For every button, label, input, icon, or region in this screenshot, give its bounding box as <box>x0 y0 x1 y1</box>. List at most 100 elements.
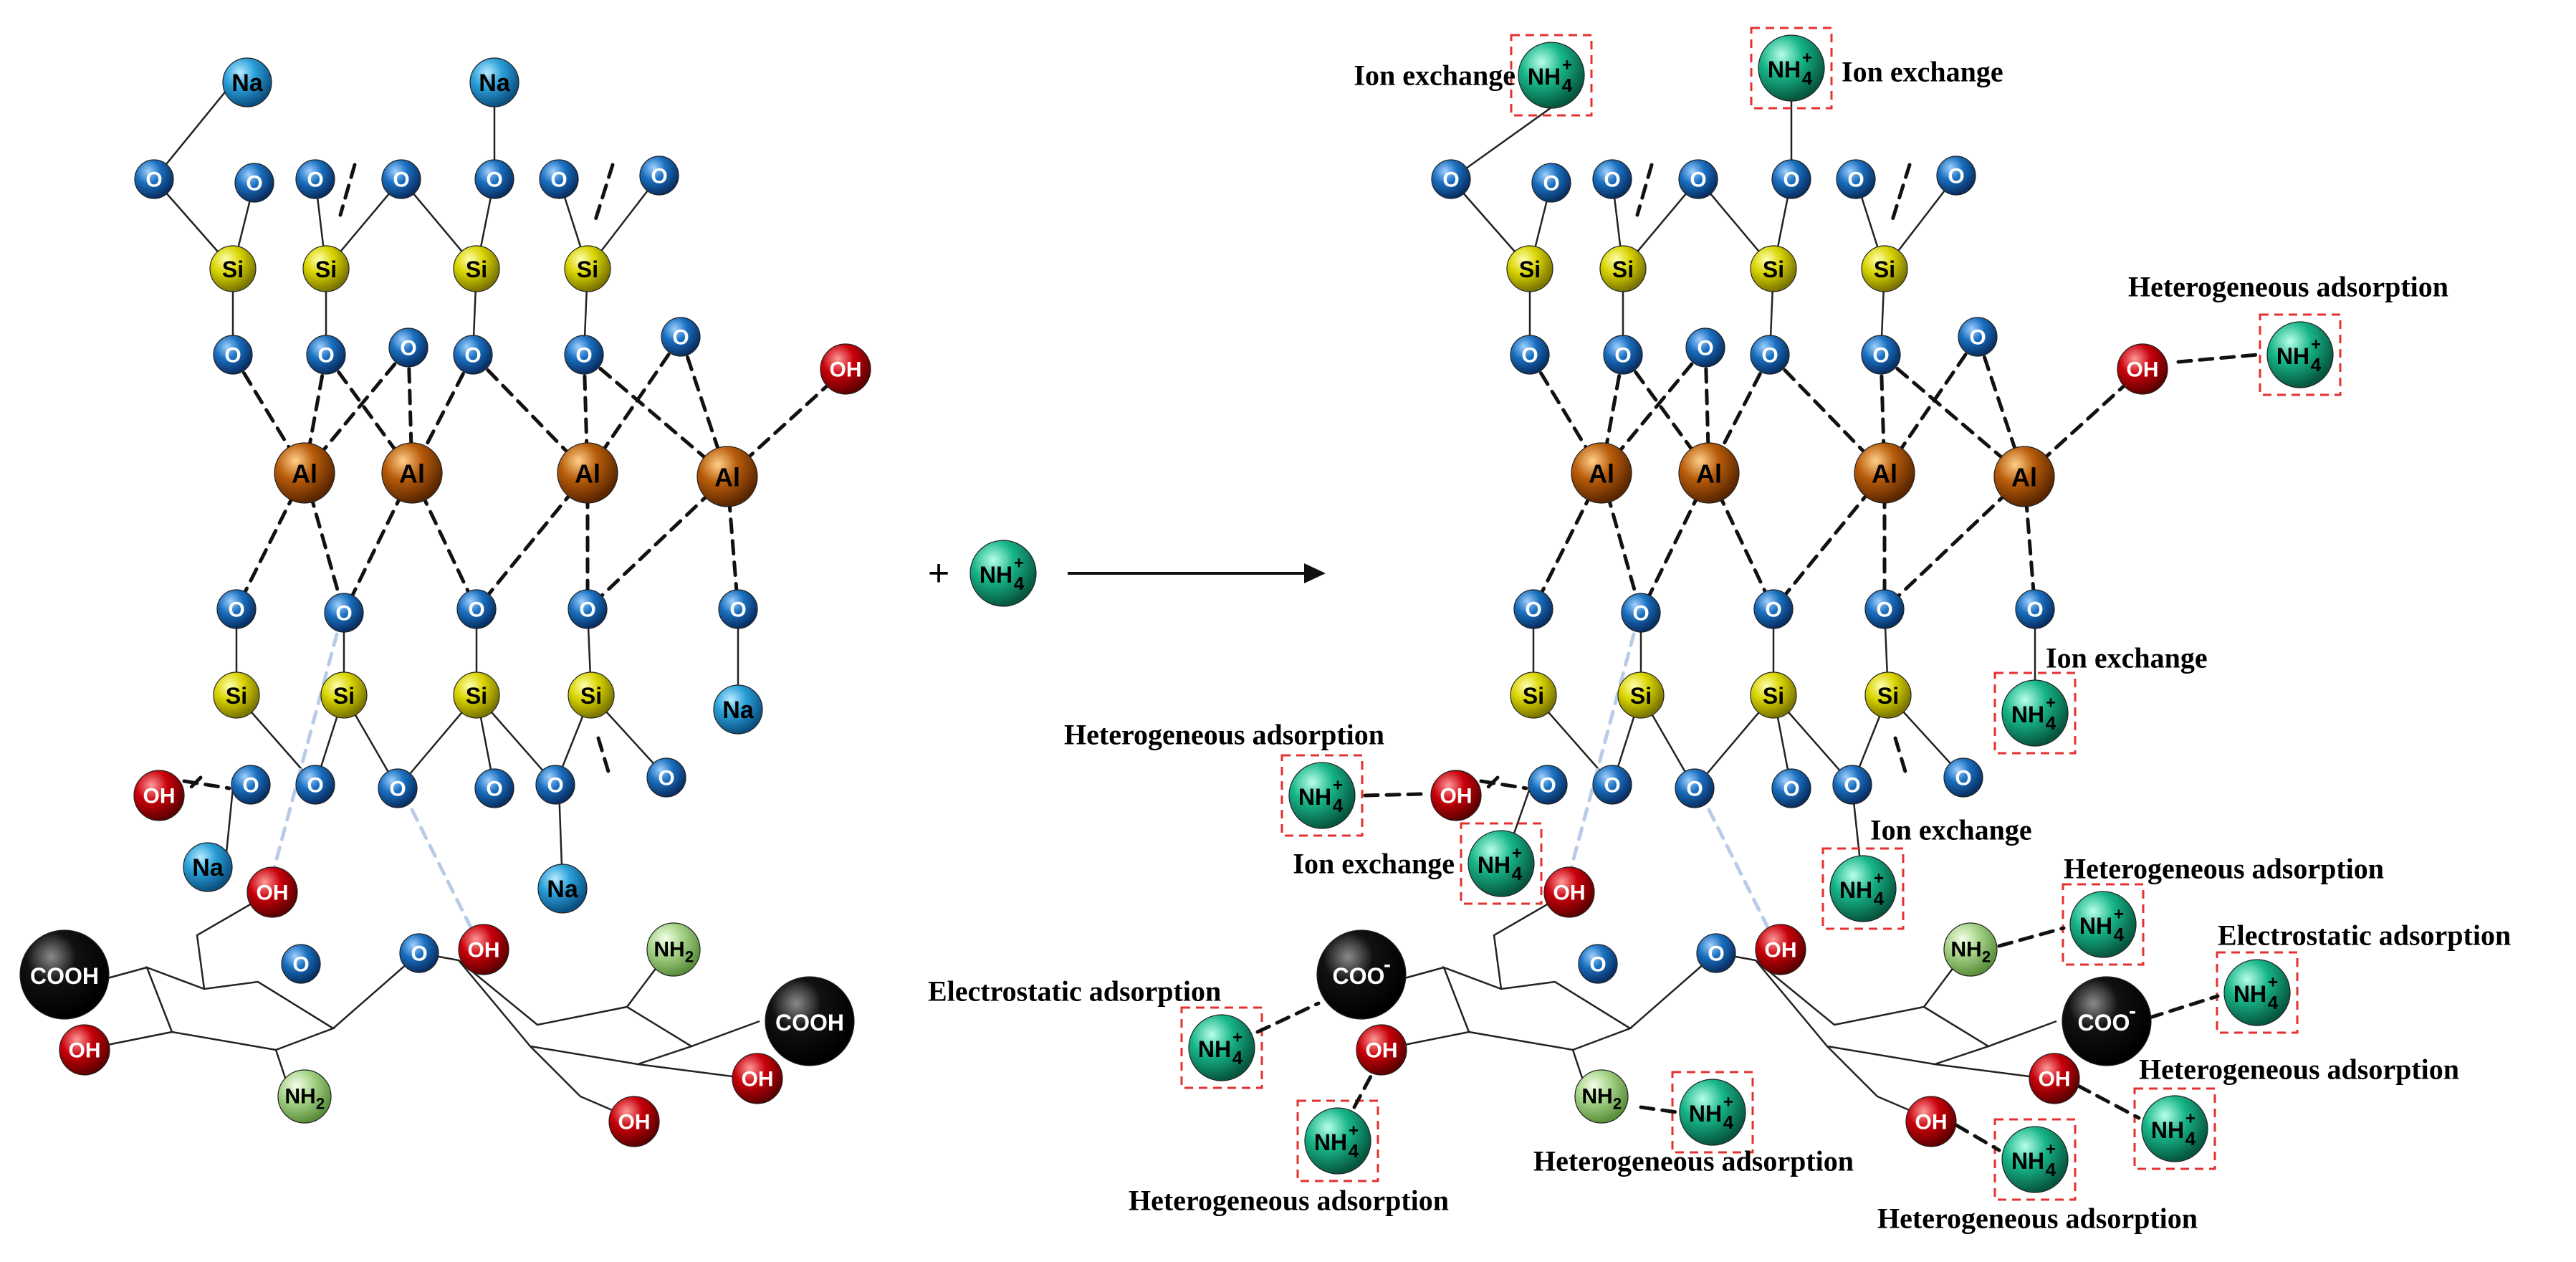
al-atom: Al <box>1571 442 1632 504</box>
o-label: O <box>1697 337 1713 360</box>
oh-atom: OH <box>458 924 509 975</box>
al-label: Al <box>2011 463 2037 492</box>
si-atom: Si <box>213 671 260 719</box>
o-atom: O <box>324 593 364 633</box>
si-sphere <box>453 245 500 292</box>
coordination-bond <box>1255 1001 1321 1034</box>
o-sphere <box>324 593 364 633</box>
oh-atom: OH <box>2117 343 2168 395</box>
nh4-sphere <box>2001 679 2069 747</box>
oh-atom: OH <box>1430 770 1482 821</box>
o-label: O <box>1525 598 1541 622</box>
o-atom: O <box>1696 933 1736 973</box>
o-sphere <box>1431 159 1471 199</box>
o-label: O <box>1872 344 1889 368</box>
oh-sphere <box>1755 924 1806 975</box>
coordination-bond <box>585 474 729 611</box>
o-label: O <box>579 598 595 622</box>
o-sphere <box>2015 589 2055 629</box>
o-label: O <box>1783 778 1799 801</box>
o-atom: O <box>1832 765 1872 805</box>
side-bond <box>637 1063 750 1080</box>
oh-label: OH <box>468 939 500 962</box>
o-atom: O <box>1753 589 1794 629</box>
nh2-subscript: 2 <box>1613 1095 1622 1113</box>
al-label: Al <box>1696 459 1722 489</box>
heterogeneous-adsorption-label: Heterogeneous adsorption <box>1533 1145 1854 1177</box>
coordination-bond <box>1479 779 1528 790</box>
o-sphere <box>564 335 604 375</box>
coo-label: COO <box>2078 1010 2130 1036</box>
oh-sphere <box>246 866 298 918</box>
al-atom: Al <box>1678 442 1740 504</box>
o-label: O <box>224 344 241 368</box>
hydrogen-bond <box>267 632 339 891</box>
nh4-subscript: 4 <box>1333 795 1344 816</box>
oh-sphere <box>2117 343 2168 395</box>
o-sphere <box>1603 335 1643 375</box>
o-label: O <box>1783 168 1799 192</box>
side-bond <box>1493 894 1563 990</box>
o-atom: O <box>1771 159 1811 199</box>
si-sphere <box>1599 245 1647 292</box>
nh4-subscript: 4 <box>1349 1140 1359 1162</box>
cooh-sphere <box>2062 976 2152 1066</box>
si-sphere <box>453 671 500 719</box>
nh4-atom: NH+4 <box>1288 762 1356 829</box>
oh-sphere <box>732 1053 783 1104</box>
si-atom: Si <box>320 671 368 719</box>
coo-atom: COO- <box>2062 976 2152 1066</box>
cooh-label: COOH <box>30 963 99 989</box>
nh4-label: NH <box>1198 1036 1231 1062</box>
nh4-label: NH <box>2233 981 2266 1007</box>
nh4-subscript: 4 <box>1723 1112 1734 1133</box>
coordination-bond <box>2176 353 2259 364</box>
o-label: O <box>1765 598 1781 622</box>
o-sphere <box>1510 335 1550 375</box>
o-atom: O <box>639 156 679 196</box>
nh2-sphere <box>277 1069 332 1124</box>
o-atom: O <box>1861 335 1901 375</box>
oh-atom: OH <box>59 1024 110 1076</box>
coordination-bond <box>2148 994 2220 1020</box>
covalent-bond <box>153 81 234 181</box>
si-label: Si <box>1874 257 1895 282</box>
na-label: Na <box>231 70 264 97</box>
oh-sphere <box>1905 1096 1957 1147</box>
o-sphere <box>718 589 758 629</box>
covalent-bond <box>1450 106 1553 181</box>
cooh-atom: COOH <box>19 929 110 1020</box>
al-sphere <box>1993 446 2055 507</box>
o-label: O <box>1761 344 1778 368</box>
si-atom: Si <box>1599 245 1647 292</box>
si-label: Si <box>1612 257 1634 282</box>
nh4-charge: + <box>1333 776 1343 795</box>
oh-label: OH <box>1765 939 1797 962</box>
si-atom: Si <box>1864 671 1912 719</box>
nh4-label: NH <box>1314 1129 1347 1155</box>
al-label: Al <box>292 459 317 489</box>
ion-exchange-label: Ion exchange <box>2046 642 2208 674</box>
al-label: Al <box>575 459 600 489</box>
si-sphere <box>1510 671 1557 719</box>
o-sphere <box>399 933 439 973</box>
o-sphere <box>281 944 321 984</box>
al-label: Al <box>399 459 425 489</box>
oh-label: OH <box>2039 1068 2071 1091</box>
na-sphere <box>713 684 763 735</box>
o-atom: O <box>295 159 335 199</box>
o-atom: O <box>453 335 493 375</box>
nh4-atom: NH+4 <box>1518 42 1585 109</box>
glycosidic-link <box>332 952 459 1029</box>
nh2-sphere <box>1574 1069 1629 1124</box>
coo-label: COO <box>1333 963 1385 989</box>
cooh-label: COOH <box>775 1010 844 1036</box>
plus-sign: + <box>928 553 949 594</box>
si-sphere <box>564 245 611 292</box>
o-sphere <box>456 589 497 629</box>
o-sphere <box>1685 328 1725 368</box>
nh4-atom: NH+4 <box>2266 321 2334 388</box>
nh2-label: NH <box>1581 1085 1612 1109</box>
coordination-bond <box>1363 792 1425 798</box>
o-atom: O <box>295 765 335 805</box>
